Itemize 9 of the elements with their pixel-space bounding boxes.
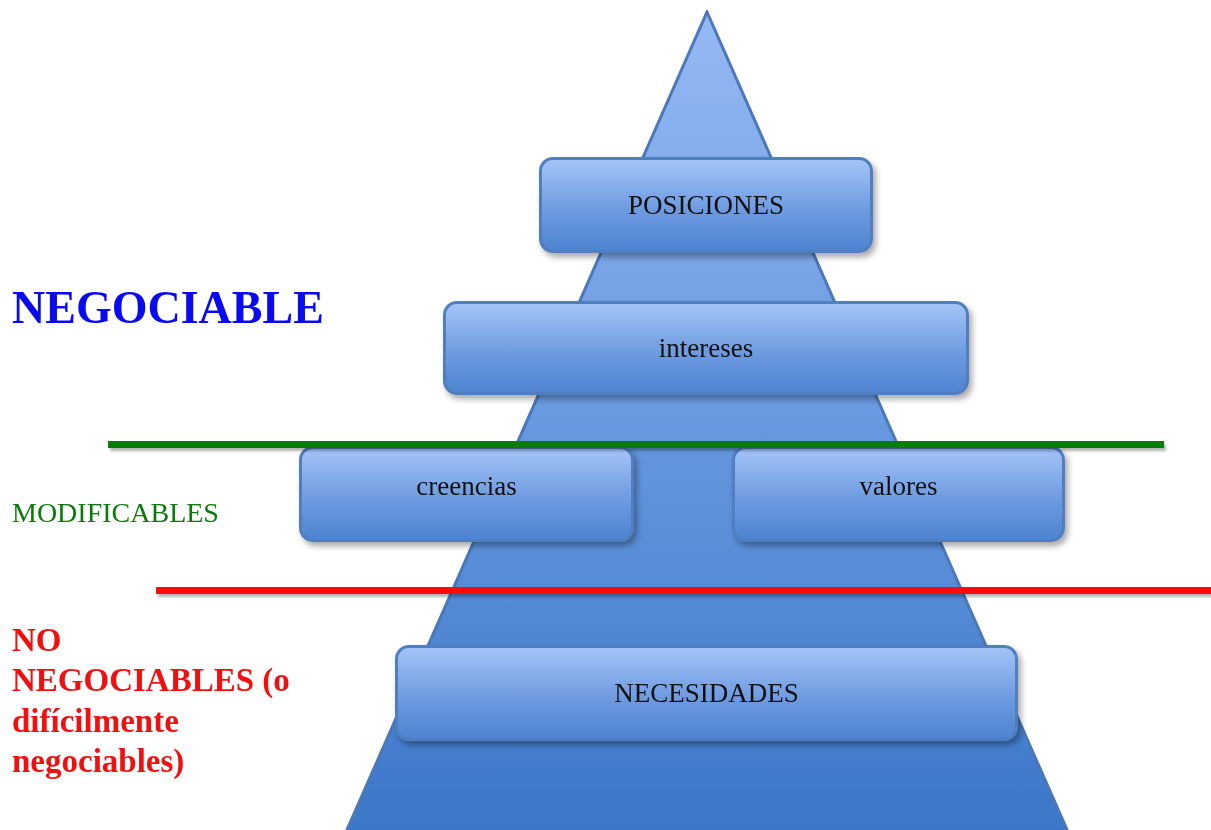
level-label: creencias xyxy=(416,471,517,502)
category-label: NO NEGOCIABLES (o difícilmente negociables) xyxy=(12,621,291,781)
category-label: NEGOCIABLE xyxy=(12,281,325,335)
level-label: POSICIONES xyxy=(628,189,784,221)
level-box xyxy=(299,446,634,542)
level-label: intereses xyxy=(658,332,754,364)
category-label: MODIFICABLES xyxy=(12,496,220,530)
level-label: NECESIDADES xyxy=(614,677,799,709)
level-label: valores xyxy=(859,471,938,502)
